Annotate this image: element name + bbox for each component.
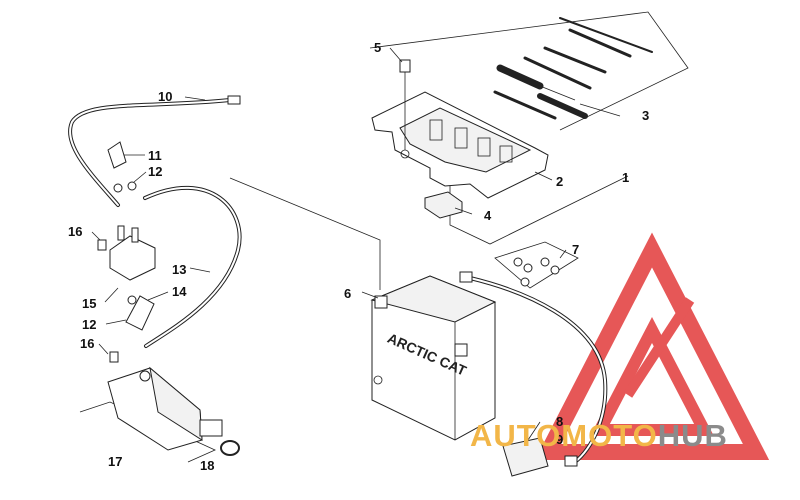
callout-14: 14 [172,284,187,299]
callout-10: 10 [158,89,172,104]
bolt-lower [109,351,119,363]
callout-5: 5 [374,40,381,55]
watermark-part2: HUB [657,418,728,453]
callout-17: 17 [108,454,122,469]
watermark-logo [534,232,770,460]
nut-lower [127,295,137,305]
tool-kit [369,11,689,131]
starter-motor [79,366,223,463]
callout-6: 6 [344,286,351,301]
callout-4: 4 [484,208,492,223]
callout-3: 3 [642,108,649,123]
cable-13 [143,185,242,348]
callouts: 1 2 3 4 5 6 7 8 9 10 11 12 13 14 15 12 1… [68,40,649,473]
callout-15: 15 [82,296,96,311]
boot-14 [125,295,155,331]
callout-2: 2 [556,174,563,189]
terminal-hardware [494,241,579,289]
callout-16b: 16 [80,336,94,351]
battery: ARCTIC CAT [229,177,497,441]
callout-1: 1 [622,170,629,185]
o-ring [220,440,240,456]
bolt-upper [97,239,107,251]
callout-13: 13 [172,262,186,277]
callout-12a: 12 [148,164,162,179]
solenoid [109,225,156,281]
battery-pad [424,191,463,219]
battery-cable [459,271,608,467]
nut-upper [113,181,137,193]
callout-11: 11 [148,148,162,163]
callout-18: 18 [200,458,214,473]
watermark-part1: AUTOMOTO [470,418,658,453]
callout-7: 7 [572,242,579,257]
cable-10 [68,95,241,207]
callout-16a: 16 [68,224,82,239]
tray-bolt [399,59,411,150]
cap-boot [107,141,127,169]
tool-tray [371,91,629,245]
leader-lines [91,47,621,441]
callout-9: 9 [556,432,563,447]
watermark-text: AUTOMOTOHUB [470,418,728,454]
callout-8: 8 [556,414,563,429]
callout-12b: 12 [82,317,96,332]
cable-boot [502,437,549,477]
